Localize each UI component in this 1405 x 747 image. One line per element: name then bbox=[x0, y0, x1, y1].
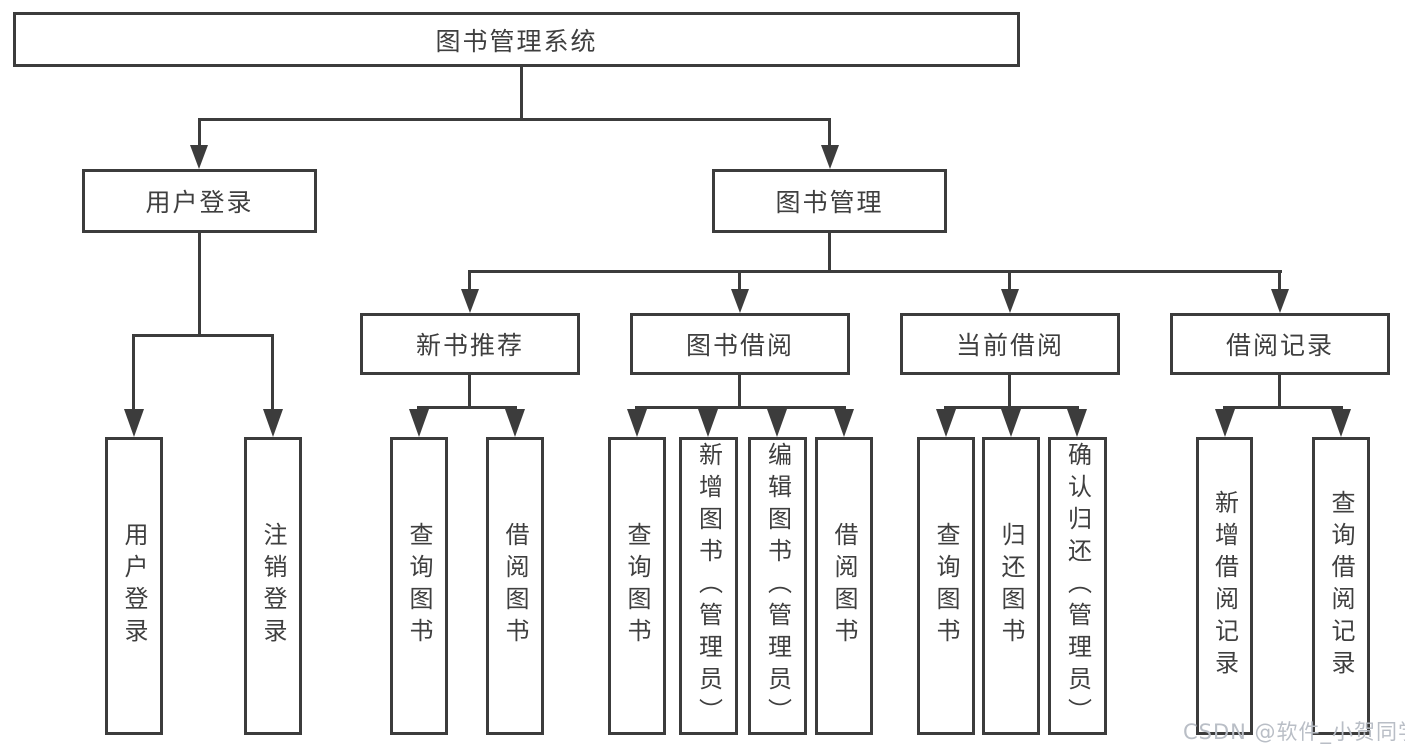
arrowhead-down-icon bbox=[1001, 409, 1021, 437]
node-query-books: 查询图书 bbox=[917, 437, 975, 735]
node-query-books: 查询图书 bbox=[390, 437, 448, 735]
arrowhead-down-icon bbox=[834, 409, 854, 437]
arrowhead-down-icon bbox=[190, 145, 208, 169]
arrowhead-down-icon bbox=[698, 409, 718, 437]
node-book-management: 图书管理 bbox=[712, 169, 947, 233]
node-borrowing-records: 借阅记录 bbox=[1170, 313, 1390, 375]
arrowhead-down-icon bbox=[505, 409, 525, 437]
connector-line bbox=[1278, 375, 1281, 408]
connector-line bbox=[198, 118, 201, 148]
node-current-borrowing: 当前借阅 bbox=[900, 313, 1120, 375]
node-borrow-books: 借阅图书 bbox=[486, 437, 544, 735]
node-borrow-books: 借阅图书 bbox=[815, 437, 873, 735]
connector-line bbox=[1008, 375, 1011, 408]
connector-line bbox=[198, 233, 201, 337]
connector-line bbox=[417, 406, 517, 409]
connector-line bbox=[198, 118, 831, 121]
connector-line bbox=[468, 270, 1282, 273]
arrowhead-down-icon bbox=[1067, 409, 1087, 437]
node-query-books: 查询图书 bbox=[608, 437, 666, 735]
connector-line bbox=[468, 375, 471, 408]
connector-line bbox=[828, 233, 831, 273]
arrowhead-down-icon bbox=[1331, 409, 1351, 437]
connector-line bbox=[1223, 406, 1343, 409]
connector-line bbox=[738, 270, 741, 292]
connector-line bbox=[271, 334, 274, 416]
node-user-login-leaf: 用户登录 bbox=[105, 437, 163, 735]
node-edit-books-admin: 编辑图书（管理员） bbox=[748, 437, 807, 735]
arrowhead-down-icon bbox=[263, 409, 283, 437]
connector-line bbox=[944, 406, 1079, 409]
arrowhead-down-icon bbox=[731, 289, 749, 313]
node-return-books: 归还图书 bbox=[982, 437, 1040, 735]
node-confirm-return-admin: 确认归还（管理员） bbox=[1048, 437, 1107, 735]
arrowhead-down-icon bbox=[409, 409, 429, 437]
arrowhead-down-icon bbox=[1215, 409, 1235, 437]
connector-line bbox=[1008, 270, 1011, 292]
connector-line bbox=[738, 375, 741, 408]
node-add-books-admin: 新增图书（管理员） bbox=[679, 437, 738, 735]
arrowhead-down-icon bbox=[1271, 289, 1289, 313]
arrowhead-down-icon bbox=[627, 409, 647, 437]
arrowhead-down-icon bbox=[124, 409, 144, 437]
arrowhead-down-icon bbox=[1001, 289, 1019, 313]
csdn-watermark: CSDN @软件_小贺同学 bbox=[1183, 720, 1405, 744]
connector-line bbox=[635, 406, 846, 409]
connector-line bbox=[132, 334, 135, 416]
node-library-management-system: 图书管理系统 bbox=[13, 12, 1020, 67]
arrowhead-down-icon bbox=[936, 409, 956, 437]
connector-line bbox=[468, 270, 471, 292]
connector-line bbox=[132, 334, 274, 337]
arrowhead-down-icon bbox=[821, 145, 839, 169]
connector-line bbox=[1278, 270, 1281, 292]
node-add-borrow-record: 新增借阅记录 bbox=[1196, 437, 1253, 735]
connector-line bbox=[828, 118, 831, 148]
arrowhead-down-icon bbox=[767, 409, 787, 437]
node-book-borrowing: 图书借阅 bbox=[630, 313, 850, 375]
node-query-borrow-record: 查询借阅记录 bbox=[1312, 437, 1370, 735]
arrowhead-down-icon bbox=[461, 289, 479, 313]
node-logout: 注销登录 bbox=[244, 437, 302, 735]
node-new-book-recommendation: 新书推荐 bbox=[360, 313, 580, 375]
connector-line bbox=[520, 67, 523, 121]
node-user-login: 用户登录 bbox=[82, 169, 317, 233]
